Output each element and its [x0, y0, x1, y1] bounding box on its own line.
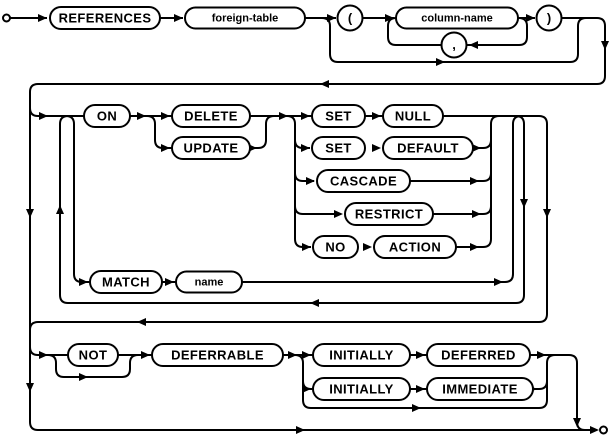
keyword-bubble	[373, 235, 457, 259]
keyword-bubble	[312, 343, 411, 367]
node-not: NOT	[67, 343, 119, 367]
node-delete: DELETE	[171, 104, 251, 128]
node-close-paren: )	[535, 4, 563, 32]
node-null: NULL	[382, 104, 444, 128]
keyword-bubble	[382, 104, 444, 128]
keyword-bubble	[89, 270, 163, 294]
keyword-label: SET	[325, 109, 351, 124]
keyword-bubble	[151, 343, 284, 367]
keyword-bubble	[312, 377, 411, 401]
keyword-label: DEFERRED	[441, 348, 516, 363]
keyword-label: INITIALLY	[329, 348, 394, 363]
node-references: REFERENCES	[49, 6, 161, 30]
keyword-label: INITIALLY	[329, 382, 394, 397]
node-immediate: IMMEDIATE	[426, 377, 534, 401]
punctuation-bubble	[535, 4, 563, 32]
punctuation-label: (	[348, 11, 353, 26]
node-name: name	[175, 270, 243, 294]
node-deferrable: DEFERRABLE	[151, 343, 284, 367]
node-no: NO	[312, 235, 359, 259]
node-on: ON	[83, 104, 131, 128]
keyword-label: DELETE	[184, 109, 238, 124]
keyword-label: REFERENCES	[59, 11, 152, 26]
keyword-bubble	[344, 202, 434, 226]
keyword-label: UPDATE	[184, 141, 239, 156]
keyword-bubble	[311, 104, 366, 128]
row1-exit-wrap-left-rail	[29, 17, 606, 431]
node-update: UPDATE	[171, 136, 251, 160]
keyword-label: CASCADE	[330, 174, 397, 189]
row2-main-and-continue	[29, 107, 548, 331]
nonterminal-bubble	[395, 6, 519, 30]
node-initially-1: INITIALLY	[312, 343, 411, 367]
right-arrowheads	[38, 14, 599, 434]
paren-bypass	[321, 17, 587, 63]
node-open-paren: (	[336, 4, 364, 32]
node-set-1: SET	[311, 104, 366, 128]
keyword-bubble	[67, 343, 119, 367]
punctuation-label: )	[547, 11, 551, 26]
not-row-and-final-rail	[29, 346, 596, 431]
node-comma: ,	[440, 31, 468, 59]
nonterminal-bubble	[175, 270, 243, 294]
punctuation-bubble	[440, 31, 468, 59]
deferrable-bypass	[294, 354, 556, 409]
match-branch	[65, 115, 522, 283]
node-foreign-table: foreign-table	[184, 6, 306, 30]
node-action: ACTION	[373, 235, 457, 259]
keyword-bubble	[49, 6, 161, 30]
node-column-name: column-name	[395, 6, 519, 30]
options-merge-rail	[410, 115, 500, 248]
node-deferred: DEFERRED	[426, 343, 531, 367]
keyword-label: DEFERRABLE	[171, 348, 264, 363]
node-initially-2: INITIALLY	[312, 377, 411, 401]
keyword-label: DEFAULT	[397, 141, 459, 156]
punctuation-label: ,	[452, 37, 456, 52]
connector-lines	[10, 17, 606, 431]
punctuation-bubble	[336, 4, 364, 32]
keyword-label: NO	[325, 240, 345, 255]
keyword-label: MATCH	[102, 275, 150, 290]
keyword-label: SET	[325, 141, 351, 156]
keyword-bubble	[83, 104, 131, 128]
keyword-bubble	[171, 104, 251, 128]
start-terminal	[2, 13, 11, 23]
keyword-label: ACTION	[389, 240, 441, 255]
node-default: DEFAULT	[382, 136, 474, 160]
keyword-bubble	[312, 235, 359, 259]
nonterminal-label: foreign-table	[212, 13, 279, 25]
keyword-bubble	[426, 343, 531, 367]
keyword-label: IMMEDIATE	[442, 382, 518, 397]
up-arrowheads	[56, 205, 64, 214]
keyword-label: NULL	[395, 109, 431, 124]
not-bypass	[47, 354, 139, 378]
loop-return	[59, 115, 525, 304]
nonterminal-label: name	[195, 277, 224, 289]
keyword-label: NOT	[79, 348, 108, 363]
node-set-2: SET	[311, 136, 366, 160]
down-arrowheads	[26, 41, 609, 427]
keyword-bubble	[311, 136, 366, 160]
node-match: MATCH	[89, 270, 163, 294]
arrowheads	[26, 14, 609, 434]
keyword-bubble	[316, 169, 411, 193]
end-terminal	[599, 425, 608, 435]
node-restrict: RESTRICT	[344, 202, 434, 226]
keyword-label: ON	[97, 109, 117, 124]
keyword-label: RESTRICT	[355, 207, 423, 222]
options-split-rail	[286, 115, 341, 248]
keyword-bubble	[171, 136, 251, 160]
keyword-bubble	[426, 377, 534, 401]
node-cascade: CASCADE	[316, 169, 411, 193]
nonterminal-bubble	[184, 6, 306, 30]
nonterminal-label: column-name	[421, 13, 493, 25]
keyword-bubble	[382, 136, 474, 160]
